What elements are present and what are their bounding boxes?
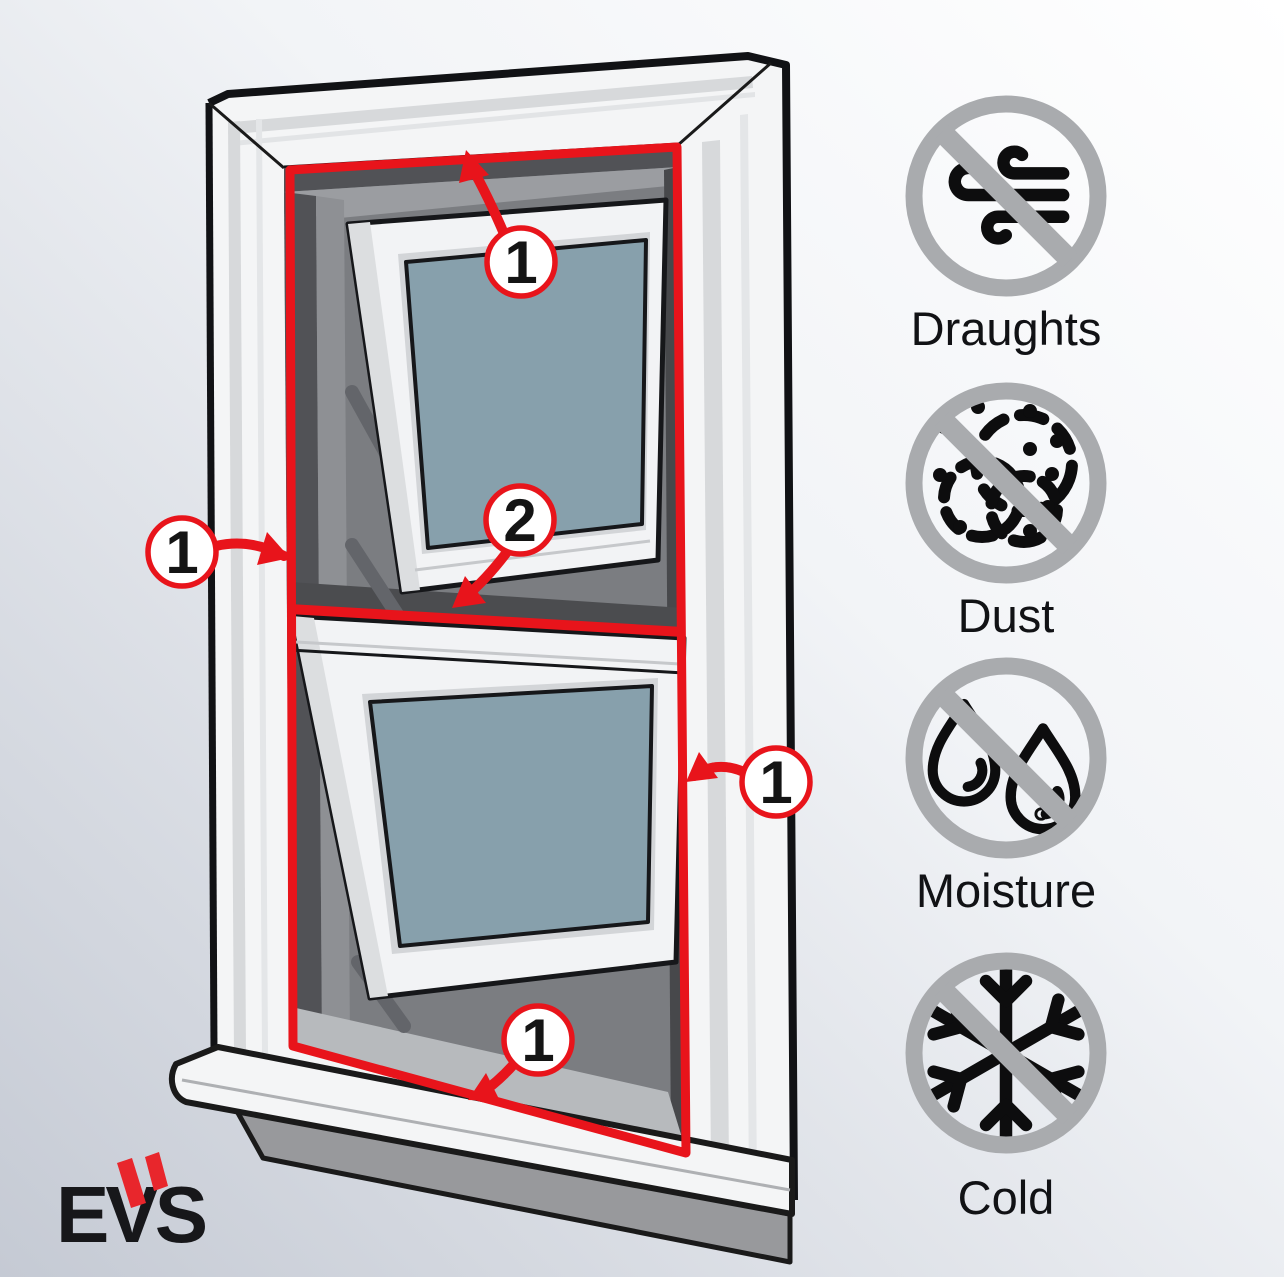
callout-left: 1 (145, 515, 290, 589)
callout-number: 1 (504, 229, 537, 296)
callout-number: 2 (503, 487, 536, 554)
callout-middle: 2 (452, 483, 557, 608)
callout-top: 1 (459, 150, 558, 299)
logo-accent-mark (145, 1152, 168, 1191)
logo-accent-mark (117, 1158, 146, 1208)
callout-right: 1 (686, 745, 813, 819)
meeting-rail-seal (288, 604, 684, 637)
callout-number: 1 (759, 749, 792, 816)
callout-number: 1 (165, 519, 198, 586)
lower-sash (289, 613, 687, 1001)
window-frame (205, 52, 798, 1201)
upper-sash-glass (404, 238, 648, 550)
callout-number: 1 (521, 1007, 554, 1074)
lower-sash-glass (368, 684, 654, 948)
callouts: 1 1 2 1 (145, 150, 813, 1101)
callout-bottom: 1 (468, 1003, 575, 1101)
perimeter-seal (285, 142, 691, 1158)
logo: EVS (56, 1152, 210, 1259)
upper-sash (345, 197, 669, 595)
draught-seals (285, 142, 691, 1158)
window-sill (168, 1044, 795, 1217)
